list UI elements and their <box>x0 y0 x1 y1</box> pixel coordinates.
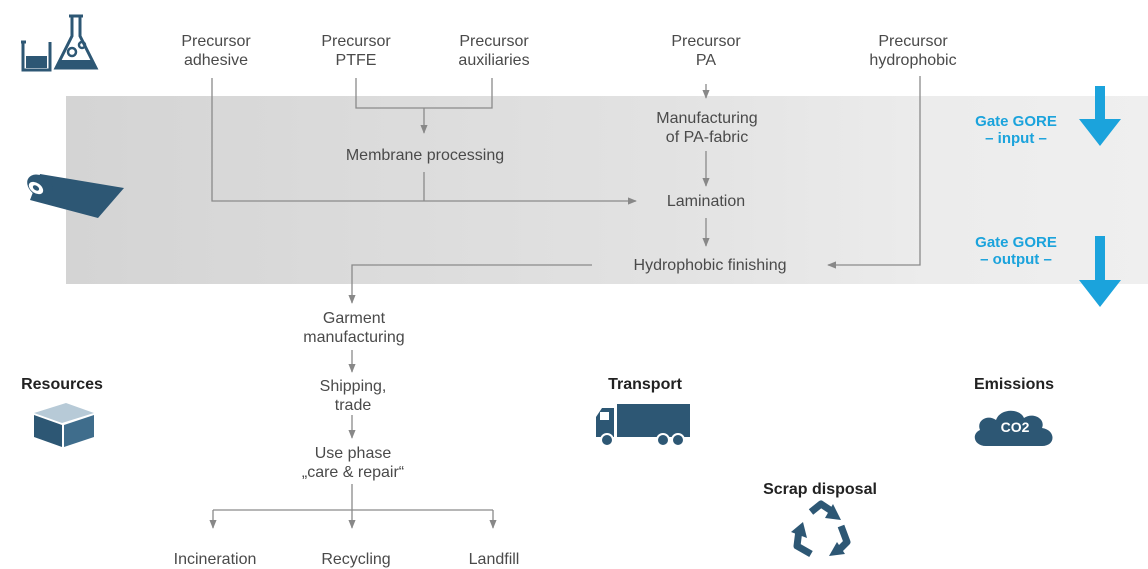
precursor-adhesive: Precursor adhesive <box>181 33 251 69</box>
precursor-auxiliaries: Precursor auxiliaries <box>458 33 530 69</box>
shipping-trade: Shipping, trade <box>319 378 387 414</box>
gate-input-label: Gate GORE – input – <box>975 113 1057 147</box>
fabric-roll-icon <box>27 174 124 218</box>
garment-manufacturing: Garment manufacturing <box>303 310 405 346</box>
gore-process-band <box>66 96 1148 284</box>
scrap-disposal-label: Scrap disposal <box>763 481 877 498</box>
truck-icon <box>596 404 690 447</box>
connector-finishing-garment <box>348 264 592 304</box>
hydrophobic-finishing: Hydrophobic finishing <box>633 257 787 274</box>
transport-label: Transport <box>608 376 682 393</box>
manufacturing-pa-fabric: Manufacturing of PA-fabric <box>656 110 758 146</box>
membrane-processing: Membrane processing <box>345 147 505 164</box>
recycling: Recycling <box>321 551 391 568</box>
co2-text: CO2 <box>1000 419 1030 435</box>
gate-output-arrow <box>1079 236 1121 307</box>
gate-input-arrow <box>1079 86 1121 146</box>
precursor-hydrophobic: Precursor hydrophobic <box>869 33 957 69</box>
use-phase: Use phase „care & repair“ <box>301 445 405 481</box>
gate-output-label: Gate GORE – output – <box>975 234 1057 268</box>
resources-label: Resources <box>21 376 103 393</box>
box-icon <box>34 403 94 447</box>
precursor-pa: Precursor PA <box>671 33 741 69</box>
emissions-label: Emissions <box>973 376 1055 393</box>
lamination: Lamination <box>666 193 746 210</box>
landfill: Landfill <box>468 551 520 568</box>
connector-use-branch <box>213 484 493 511</box>
incineration: Incineration <box>173 551 257 568</box>
connector-adhesive-lamination <box>211 78 637 205</box>
connector-hydrophobic-finishing <box>827 76 921 269</box>
recycle-icon <box>791 500 851 558</box>
lab-glassware-icon <box>21 14 99 72</box>
co2-cloud-icon: CO2 <box>970 406 1060 448</box>
precursor-ptfe: Precursor PTFE <box>321 33 391 69</box>
connector-ptfe <box>355 78 493 109</box>
